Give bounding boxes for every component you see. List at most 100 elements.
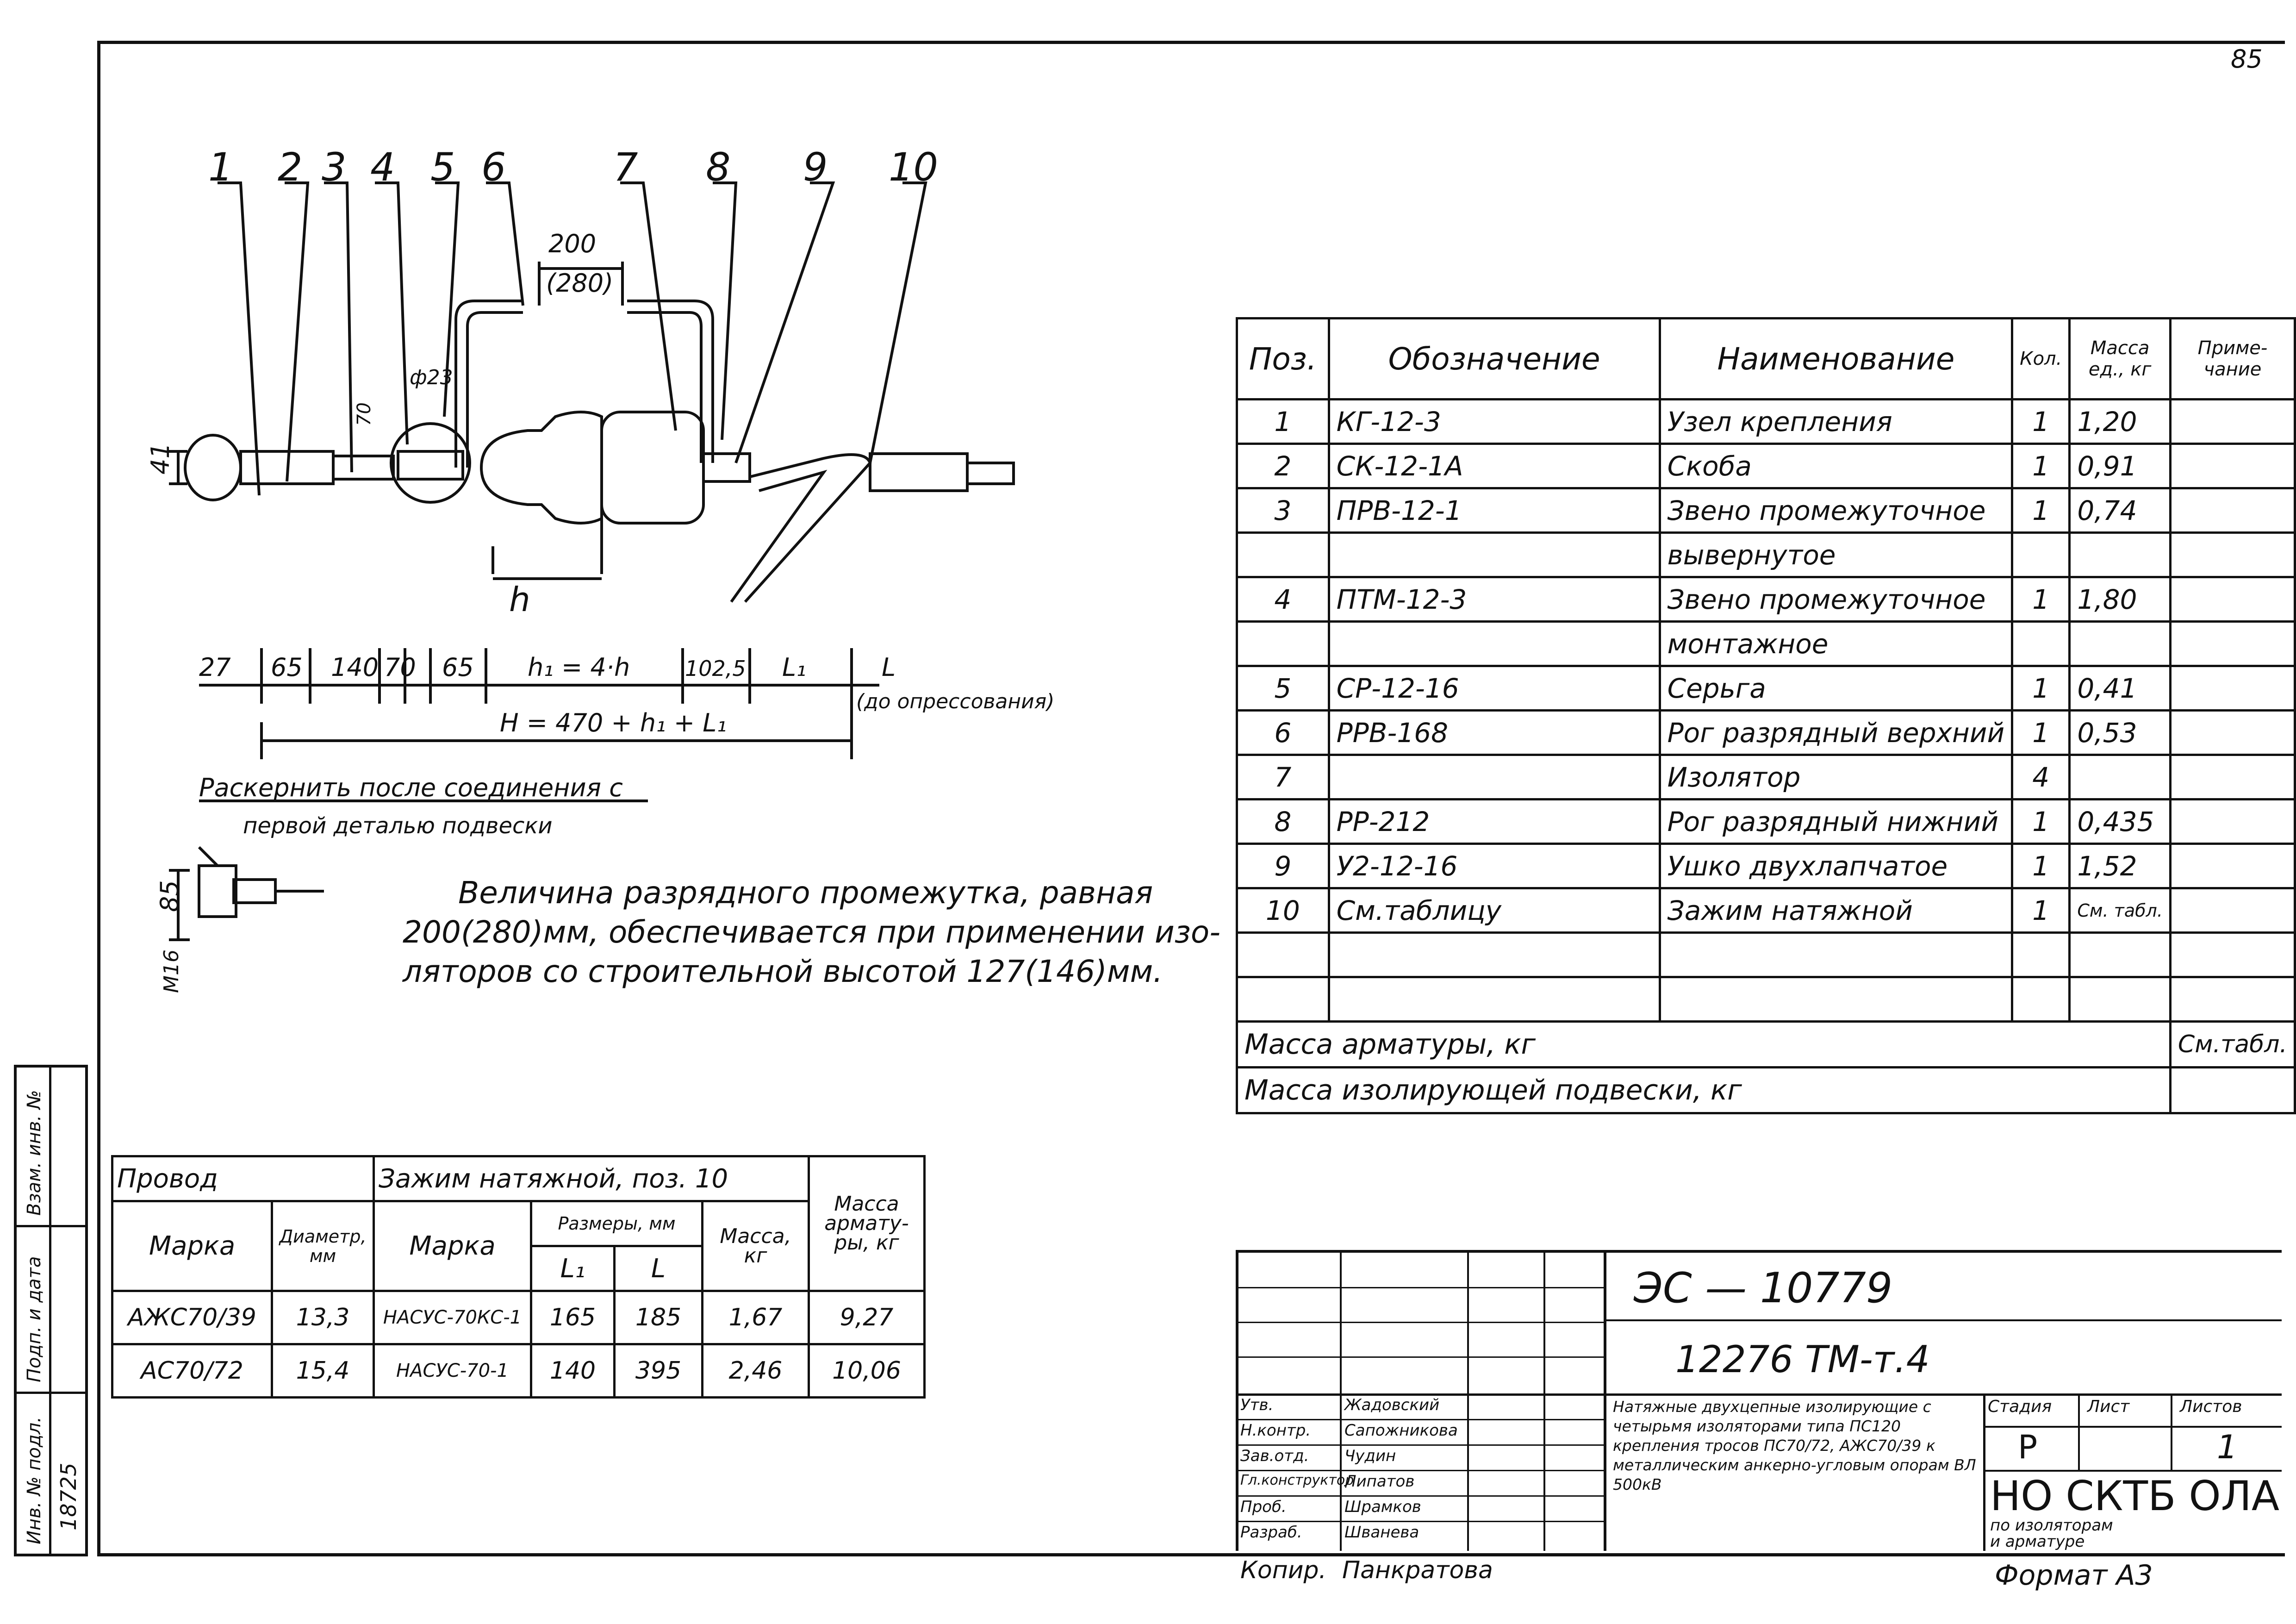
- spec-cell-qty: 1: [2011, 398, 2071, 445]
- header-brand: Марка: [111, 1200, 273, 1292]
- spec-cell-pos: [1236, 931, 1330, 978]
- spec-cell-qty: [2011, 976, 2071, 1023]
- header-fitting-mass: Масса армату- ры, кг: [808, 1155, 926, 1292]
- spec-cell-mass: См. табл.: [2068, 887, 2172, 934]
- spec-row: [1236, 931, 2296, 978]
- stage-value: Р: [2018, 1428, 2038, 1466]
- spec-cell-note: [2169, 887, 2296, 934]
- spec-row: вывернутое: [1236, 531, 2296, 578]
- spec-cell-name: Серьга: [1658, 665, 2014, 712]
- spec-cell-mass: [2068, 531, 2172, 578]
- dim-70: 70: [384, 653, 416, 682]
- wire-cell-total: 10,06: [808, 1343, 926, 1399]
- wire-cell-total: 9,27: [808, 1290, 926, 1345]
- spec-cell-mass: [2068, 976, 2172, 1023]
- wire-table: Провод Зажим натяжной, поз. 10 Масса арм…: [111, 1155, 926, 1399]
- wire-cell-cmass: 2,46: [701, 1343, 810, 1399]
- spec-cell-qty: 4: [2011, 754, 2071, 800]
- paper-format: Формат А3: [1995, 1559, 2153, 1592]
- sum-value-2: [2169, 1066, 2296, 1114]
- spec-cell-designation: [1327, 931, 1661, 978]
- spec-cell-pos: 1: [1236, 398, 1330, 445]
- pos-label-8: 8: [706, 144, 730, 190]
- sum-label-1: Масса арматуры, кг: [1236, 1020, 2172, 1068]
- header-note: Приме- чание: [2169, 317, 2296, 400]
- note-line-3: ляторов со строительной высотой 127(146)…: [403, 954, 1163, 989]
- spec-cell-name: Узел крепления: [1658, 398, 2014, 445]
- wire-cell-L1: 165: [530, 1290, 616, 1345]
- spec-cell-qty: 1: [2011, 665, 2071, 712]
- stamp-inv-label: Инв. № подл.: [24, 1417, 45, 1544]
- spec-cell-name: Звено промежуточное: [1658, 487, 2014, 534]
- sum-value-1: См.табл.: [2169, 1020, 2296, 1068]
- header-qty: Кол.: [2011, 317, 2071, 400]
- spec-cell-qty: 1: [2011, 798, 2071, 845]
- spec-cell-mass: 0,41: [2068, 665, 2172, 712]
- spec-cell-name: Скоба: [1658, 443, 2014, 489]
- header-L1: L₁: [530, 1245, 616, 1292]
- spec-cell-designation: КГ-12-3: [1327, 398, 1661, 445]
- spec-cell-qty: 1: [2011, 487, 2071, 534]
- spec-row: монтажное: [1236, 620, 2296, 667]
- spec-cell-pos: 4: [1236, 576, 1330, 623]
- spec-cell-note: [2169, 665, 2296, 712]
- doc-description: Натяжные двухцепные изолирующие с четырь…: [1613, 1398, 1976, 1493]
- header-L: L: [613, 1245, 703, 1292]
- spec-cell-mass: [2068, 620, 2172, 667]
- wire-cell-brand: АЖС70/39: [111, 1290, 273, 1345]
- spec-cell-name: Звено промежуточное: [1658, 576, 2014, 623]
- note-line-1: Величина разрядного промежутка, равная: [458, 875, 1153, 911]
- detail-dim-m16: М16: [160, 949, 183, 993]
- spec-cell-name: вывернутое: [1658, 531, 2014, 578]
- wire-cell-cmass: 1,67: [701, 1290, 810, 1345]
- spec-cell-designation: ПТМ-12-3: [1327, 576, 1661, 623]
- stamp-replace-label: Взам. инв. №: [24, 1090, 45, 1216]
- person-2: Сапожникова: [1344, 1421, 1458, 1440]
- spec-cell-note: [2169, 843, 2296, 889]
- spec-cell-note: [2169, 443, 2296, 489]
- spec-cell-qty: 1: [2011, 887, 2071, 934]
- spec-cell-qty: 1: [2011, 843, 2071, 889]
- assembly-drawing: 1 2 3 4 5 6 7 8 9 10 200 (280) 41 ф23 70…: [146, 144, 1054, 993]
- detail-note-1: Раскернить после соединения с: [199, 773, 623, 802]
- copied-by: Панкратова: [1342, 1556, 1493, 1584]
- sheets-header: Листов: [2180, 1397, 2242, 1416]
- header-clamp-brand: Марка: [373, 1200, 532, 1292]
- wire-cell-cbrand: НАСУС-70-1: [373, 1343, 532, 1399]
- pos-label-5: 5: [430, 144, 455, 190]
- note-line-2: 200(280)мм, обеспечивается при применени…: [403, 914, 1221, 950]
- header-clamp-mass: Масса, кг: [701, 1200, 810, 1292]
- spec-cell-note: [2169, 620, 2296, 667]
- stage-header: Стадия: [1988, 1397, 2052, 1416]
- spec-cell-mass: 1,52: [2068, 843, 2172, 889]
- sheet-header: Лист: [2087, 1397, 2130, 1416]
- spec-cell-pos: 2: [1236, 443, 1330, 489]
- organization-sub-2: и арматуре: [1990, 1532, 2085, 1551]
- doc-code: ЭС — 10779: [1634, 1264, 1893, 1312]
- spec-cell-note: [2169, 754, 2296, 800]
- spec-cell-note: [2169, 709, 2296, 756]
- pos-label-4: 4: [370, 144, 395, 190]
- role-approved: Утв.: [1240, 1396, 1274, 1414]
- spec-cell-designation: [1327, 754, 1661, 800]
- spec-cell-pos: [1236, 976, 1330, 1023]
- spec-cell-designation: ПРВ-12-1: [1327, 487, 1661, 534]
- spec-cell-mass: 1,80: [2068, 576, 2172, 623]
- detail-dim-85: 85: [155, 880, 184, 912]
- person-5: Шрамков: [1344, 1498, 1421, 1516]
- wire-cell-diam: 13,3: [271, 1290, 375, 1345]
- role-norm-control: Н.контр.: [1240, 1421, 1311, 1440]
- header-sizes: Размеры, мм: [530, 1200, 703, 1247]
- spec-cell-name: [1658, 976, 2014, 1023]
- sum-label-2: Масса изолирующей подвески, кг: [1236, 1066, 2172, 1114]
- spec-cell-mass: 0,435: [2068, 798, 2172, 845]
- dim-65a: 65: [271, 653, 303, 682]
- height-label: 41: [146, 443, 175, 475]
- drawing-frame: [97, 41, 2285, 1556]
- spec-cell-name: Рог разрядный нижний: [1658, 798, 2014, 845]
- spec-cell-mass: 0,53: [2068, 709, 2172, 756]
